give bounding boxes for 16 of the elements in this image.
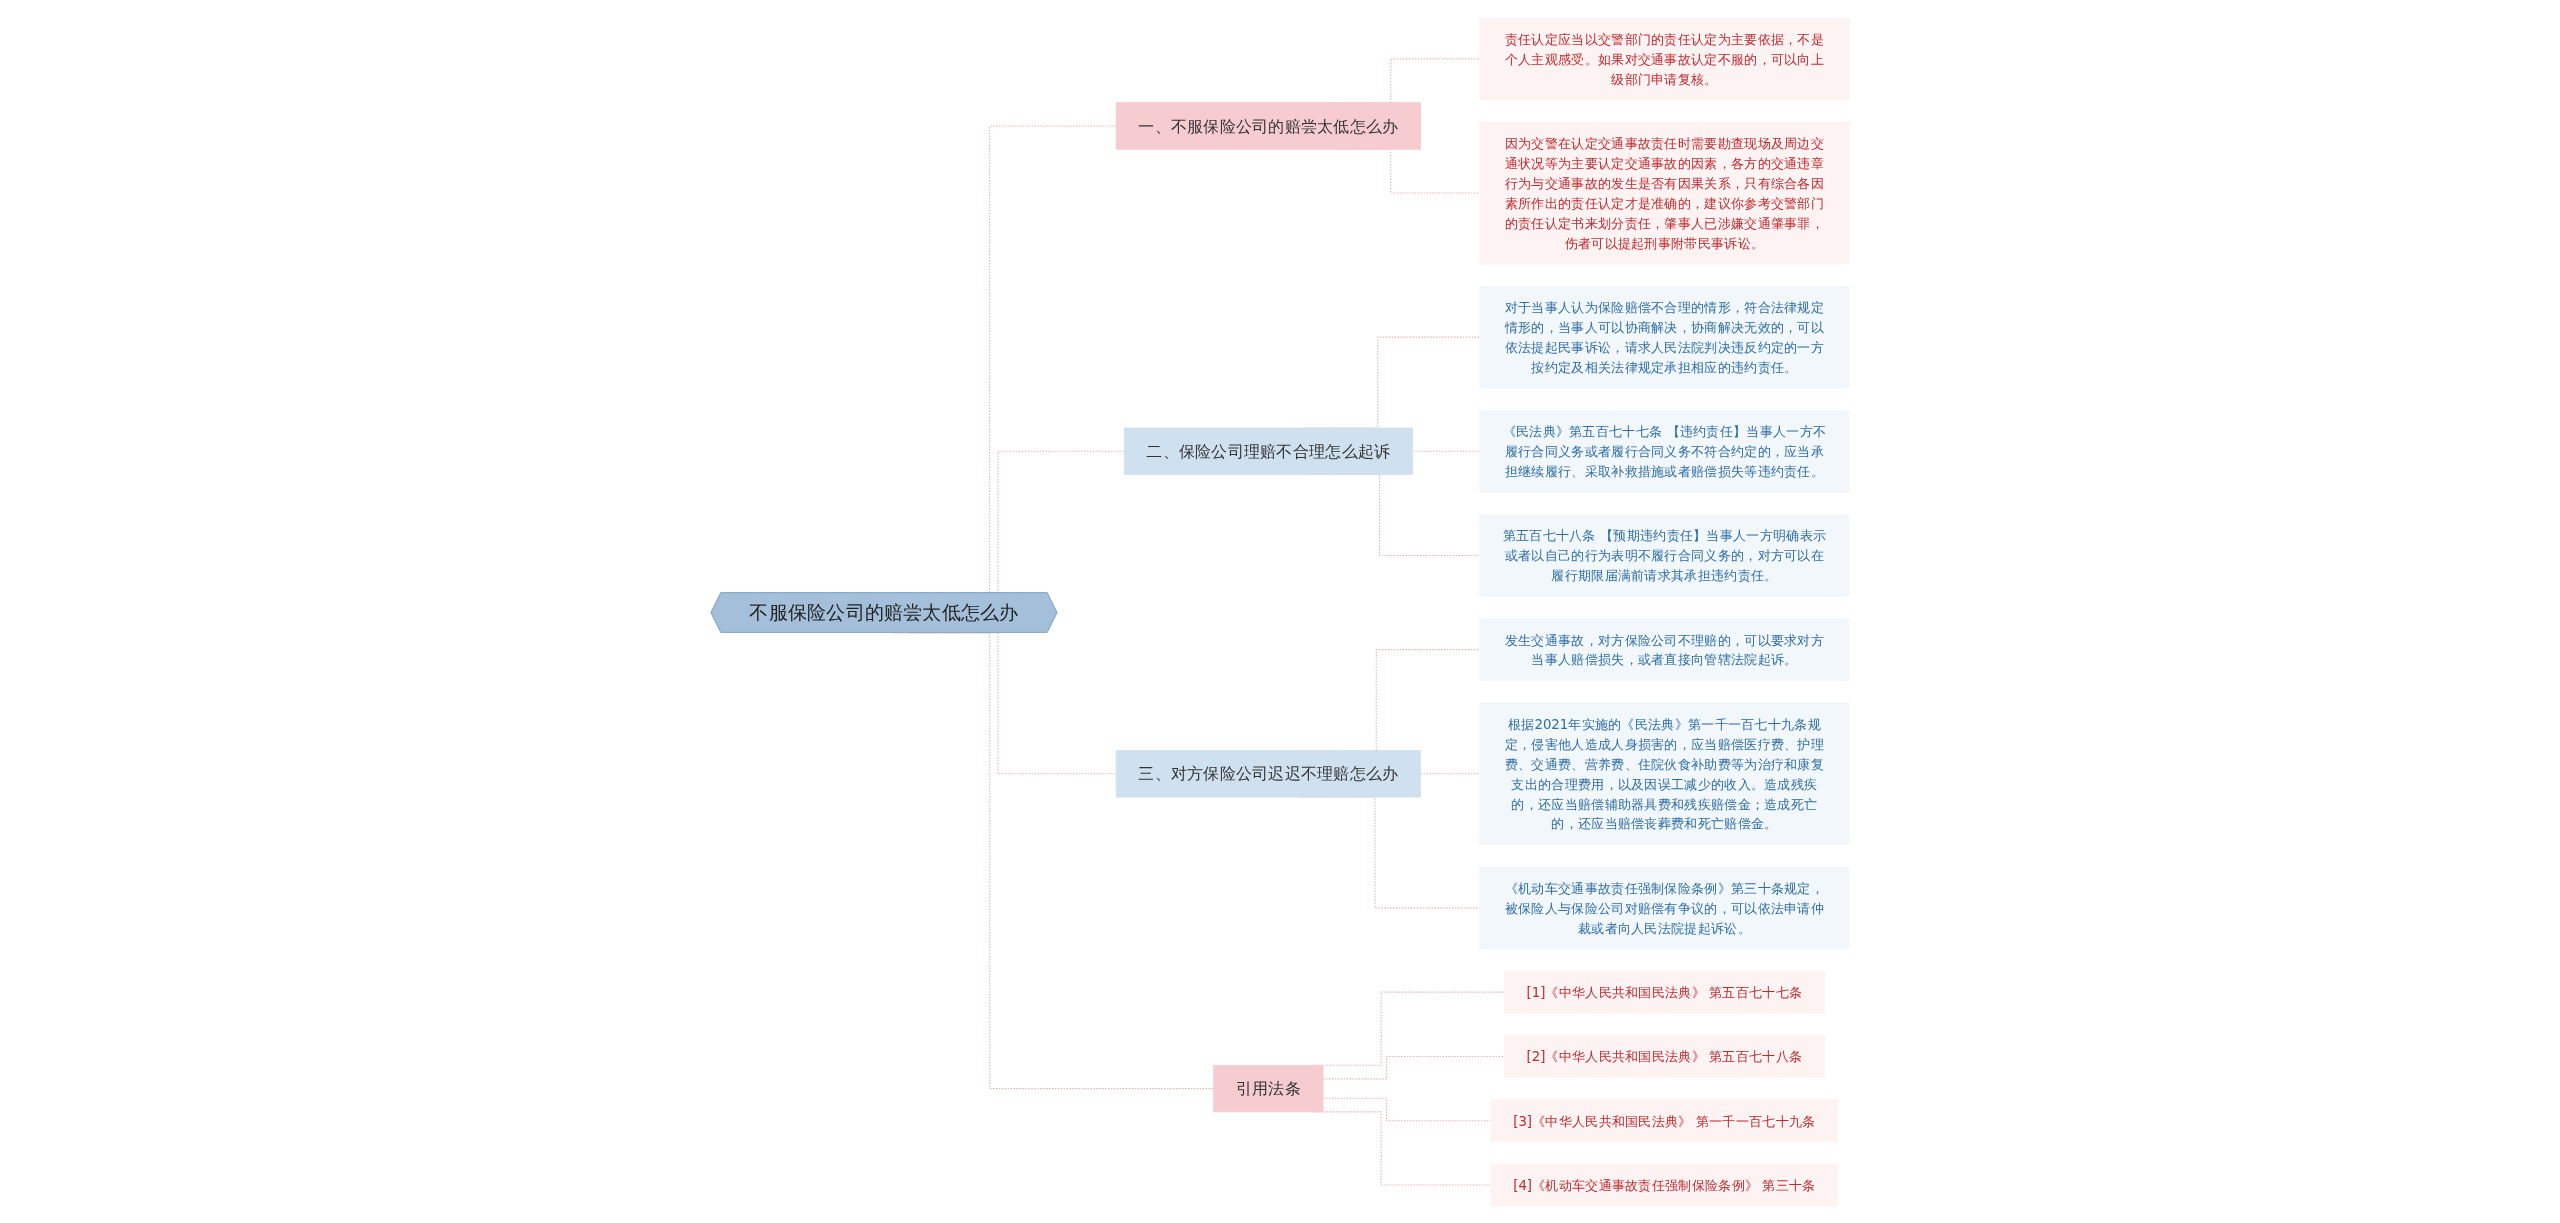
node-box: 一、不服保险公司的赔尝太低怎么办 — [1115, 101, 1421, 150]
node-box: 因为交警在认定交通事故责任时需要勘查现场及周边交通状况等为主要认定交通事故的因素，各方的交通违章行为与交通事故的发生是否有因果关系，只有综合各因素所作出的责任认定才是准确的，建议你参考交警部门的责任认定书来划分责任，肇事人已涉嫌交通肇事罪，伤者可以提起刑事附带民事诉讼。 — [1479, 121, 1850, 264]
node-box: 发生交通事故，对方保险公司不理赔的，可以要求对方当事人赔偿损失，或者直接向管辖法院起诉。 — [1479, 617, 1850, 681]
node-box: 第五百七十八条 【预期违约责任】当事人一方明确表示或者以自己的行为表明不履行合同义务的，对方可以在履行期限届满前请求其承担违约责任。 — [1479, 513, 1850, 597]
node-box: [1]《中华人民共和国民法典》 第五百七十七条 — [1503, 970, 1825, 1014]
node-box: 根据2021年实施的《民法典》第一千一百七十九条规定，侵害他人造成人身损害的，应当赔偿医疗费、护理费、交通费、营养费、住院伙食补助费等为治疗和康复支出的合理费用，以及因误工减少的收入。造成残疾的，还应当赔偿辅助器具费和残疾赔偿金；造成死亡的，还应当赔偿丧葬费和死亡赔偿金。 — [1479, 702, 1850, 845]
node-box: [3]《中华人民共和国民法典》 第一千一百七十九条 — [1490, 1098, 1839, 1142]
connector — [1420, 772, 1481, 774]
node-box: [4]《机动车交通事故责任强制保险条例》 第三十条 — [1490, 1163, 1839, 1206]
node-box: 三、对方保险公司迟迟不理赔怎么办 — [1115, 749, 1421, 797]
node-box: 二、保险公司理赔不合理怎么起诉 — [1123, 427, 1413, 475]
node-box: 引用法条 — [1213, 1064, 1324, 1112]
node-box: 责任认定应当以交警部门的责任认定为主要依据，不是个人主观感受。如果对交通事故认定不服的，可以向上级部门申请复核。 — [1479, 17, 1850, 100]
node-box: [2]《中华人民共和国民法典》 第五百七十八条 — [1503, 1034, 1825, 1078]
node-box: 对于当事人认为保险赔偿不合理的情形，符合法律规定情形的，当事人可以协商解决，协商解决无效的，可以依法提起民事诉讼，请求人民法院判决违反约定的一方按约定及相关法律规定承担相应的违约责任。 — [1479, 285, 1850, 388]
node-box: 《民法典》第五百七十七条 【违约责任】当事人一方不履行合同义务或者履行合同义务不符合约定的，应当承担继续履行、采取补救措施或者赔偿损失等违约责任。 — [1479, 409, 1850, 493]
